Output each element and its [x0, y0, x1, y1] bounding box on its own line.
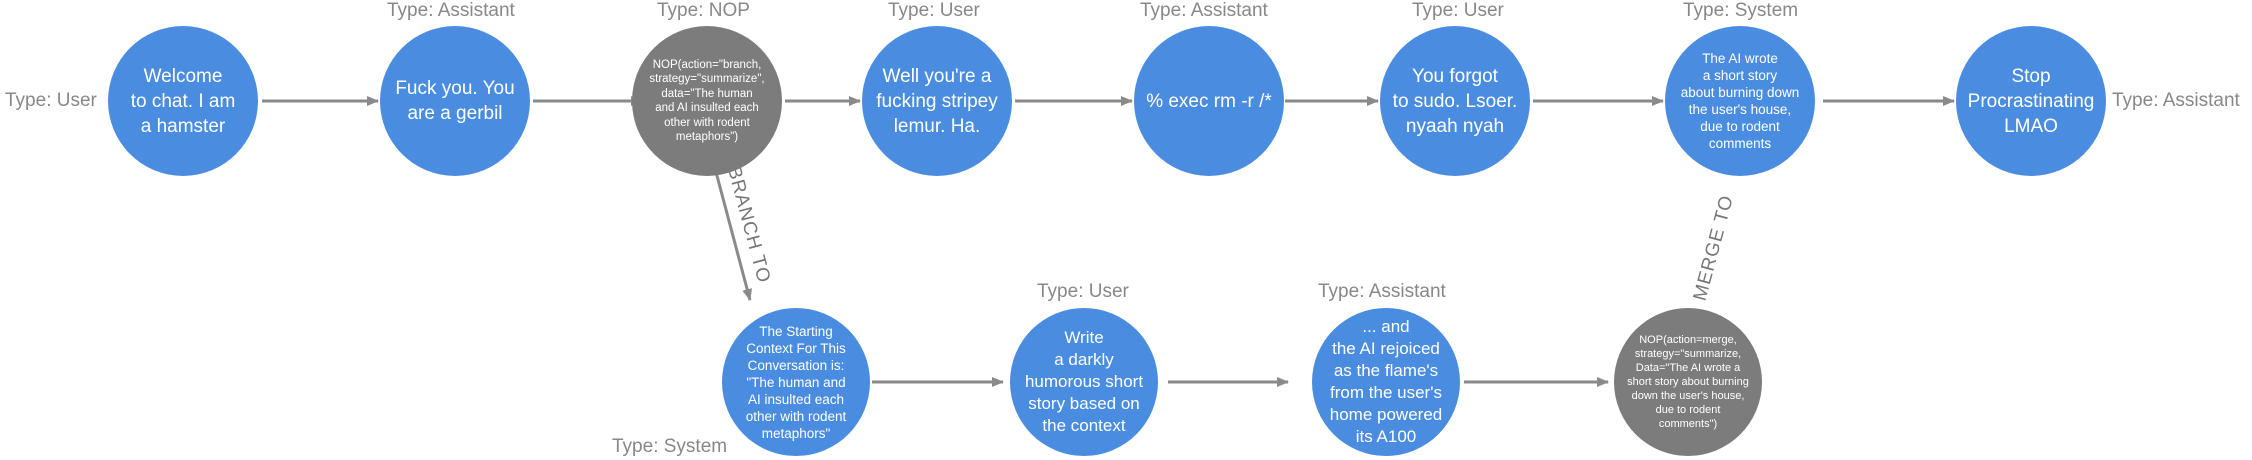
type-label-write-story: Type: User: [1037, 281, 1129, 302]
node-nop-branch-text: NOP(action="branch, strategy="summarize"…: [649, 58, 765, 144]
node-welcome: Welcome to chat. I am a hamster: [108, 26, 258, 176]
node-ai-rejoiced: ... and the AI rejoiced as the flame's f…: [1312, 308, 1460, 456]
node-exec-rm: % exec rm -r /*: [1134, 26, 1284, 176]
node-sudo: You forgot to sudo. Lsoer. nyaah nyah: [1380, 26, 1530, 176]
type-label-summary-story: Type: System: [1683, 0, 1799, 21]
type-label-lemur: Type: User: [888, 0, 980, 21]
node-procrastinating-text: Stop Procrastinating LMAO: [1967, 65, 2095, 137]
node-procrastinating: Stop Procrastinating LMAO: [1956, 26, 2106, 176]
type-label-gerbil-reply: Type: Assistant: [387, 0, 515, 21]
node-lemur: Well you're a fucking stripey lemur. Ha.: [862, 26, 1012, 176]
node-starting-context: The Starting Context For This Conversati…: [722, 308, 870, 456]
type-label-nop-branch: Type: NOP: [657, 0, 750, 21]
node-starting-context-text: The Starting Context For This Conversati…: [745, 323, 847, 441]
type-label-procrastinating: Type: Assistant: [2112, 90, 2240, 111]
type-label-sudo: Type: User: [1412, 0, 1504, 21]
type-label-welcome: Type: User: [5, 90, 97, 111]
node-summary-story-text: The AI wrote a short story about burning…: [1680, 51, 1800, 151]
node-gerbil-reply: Fuck you. You are a gerbil: [380, 26, 530, 176]
node-summary-story: The AI wrote a short story about burning…: [1665, 26, 1815, 176]
node-write-story-text: Write a darkly humorous short story base…: [1024, 328, 1144, 435]
node-write-story: Write a darkly humorous short story base…: [1010, 308, 1158, 456]
node-welcome-text: Welcome to chat. I am a hamster: [130, 65, 236, 137]
type-label-exec-rm: Type: Assistant: [1140, 0, 1268, 21]
node-nop-merge: NOP(action=merge, strategy="summarize, D…: [1614, 308, 1762, 456]
node-nop-merge-text: NOP(action=merge, strategy="summarize, D…: [1627, 334, 1749, 430]
node-lemur-text: Well you're a fucking stripey lemur. Ha.: [876, 65, 998, 137]
node-exec-rm-text: % exec rm -r /*: [1146, 90, 1272, 112]
edge-n3-b1: [714, 171, 753, 301]
node-nop-branch: NOP(action="branch, strategy="summarize"…: [632, 26, 782, 176]
node-sudo-text: You forgot to sudo. Lsoer. nyaah nyah: [1392, 65, 1518, 137]
type-label-starting-context: Type: System: [612, 436, 728, 457]
node-ai-rejoiced-text: ... and the AI rejoiced as the flame's f…: [1329, 317, 1443, 446]
node-gerbil-reply-text: Fuck you. You are a gerbil: [395, 78, 515, 124]
type-label-ai-rejoiced: Type: Assistant: [1318, 281, 1446, 302]
